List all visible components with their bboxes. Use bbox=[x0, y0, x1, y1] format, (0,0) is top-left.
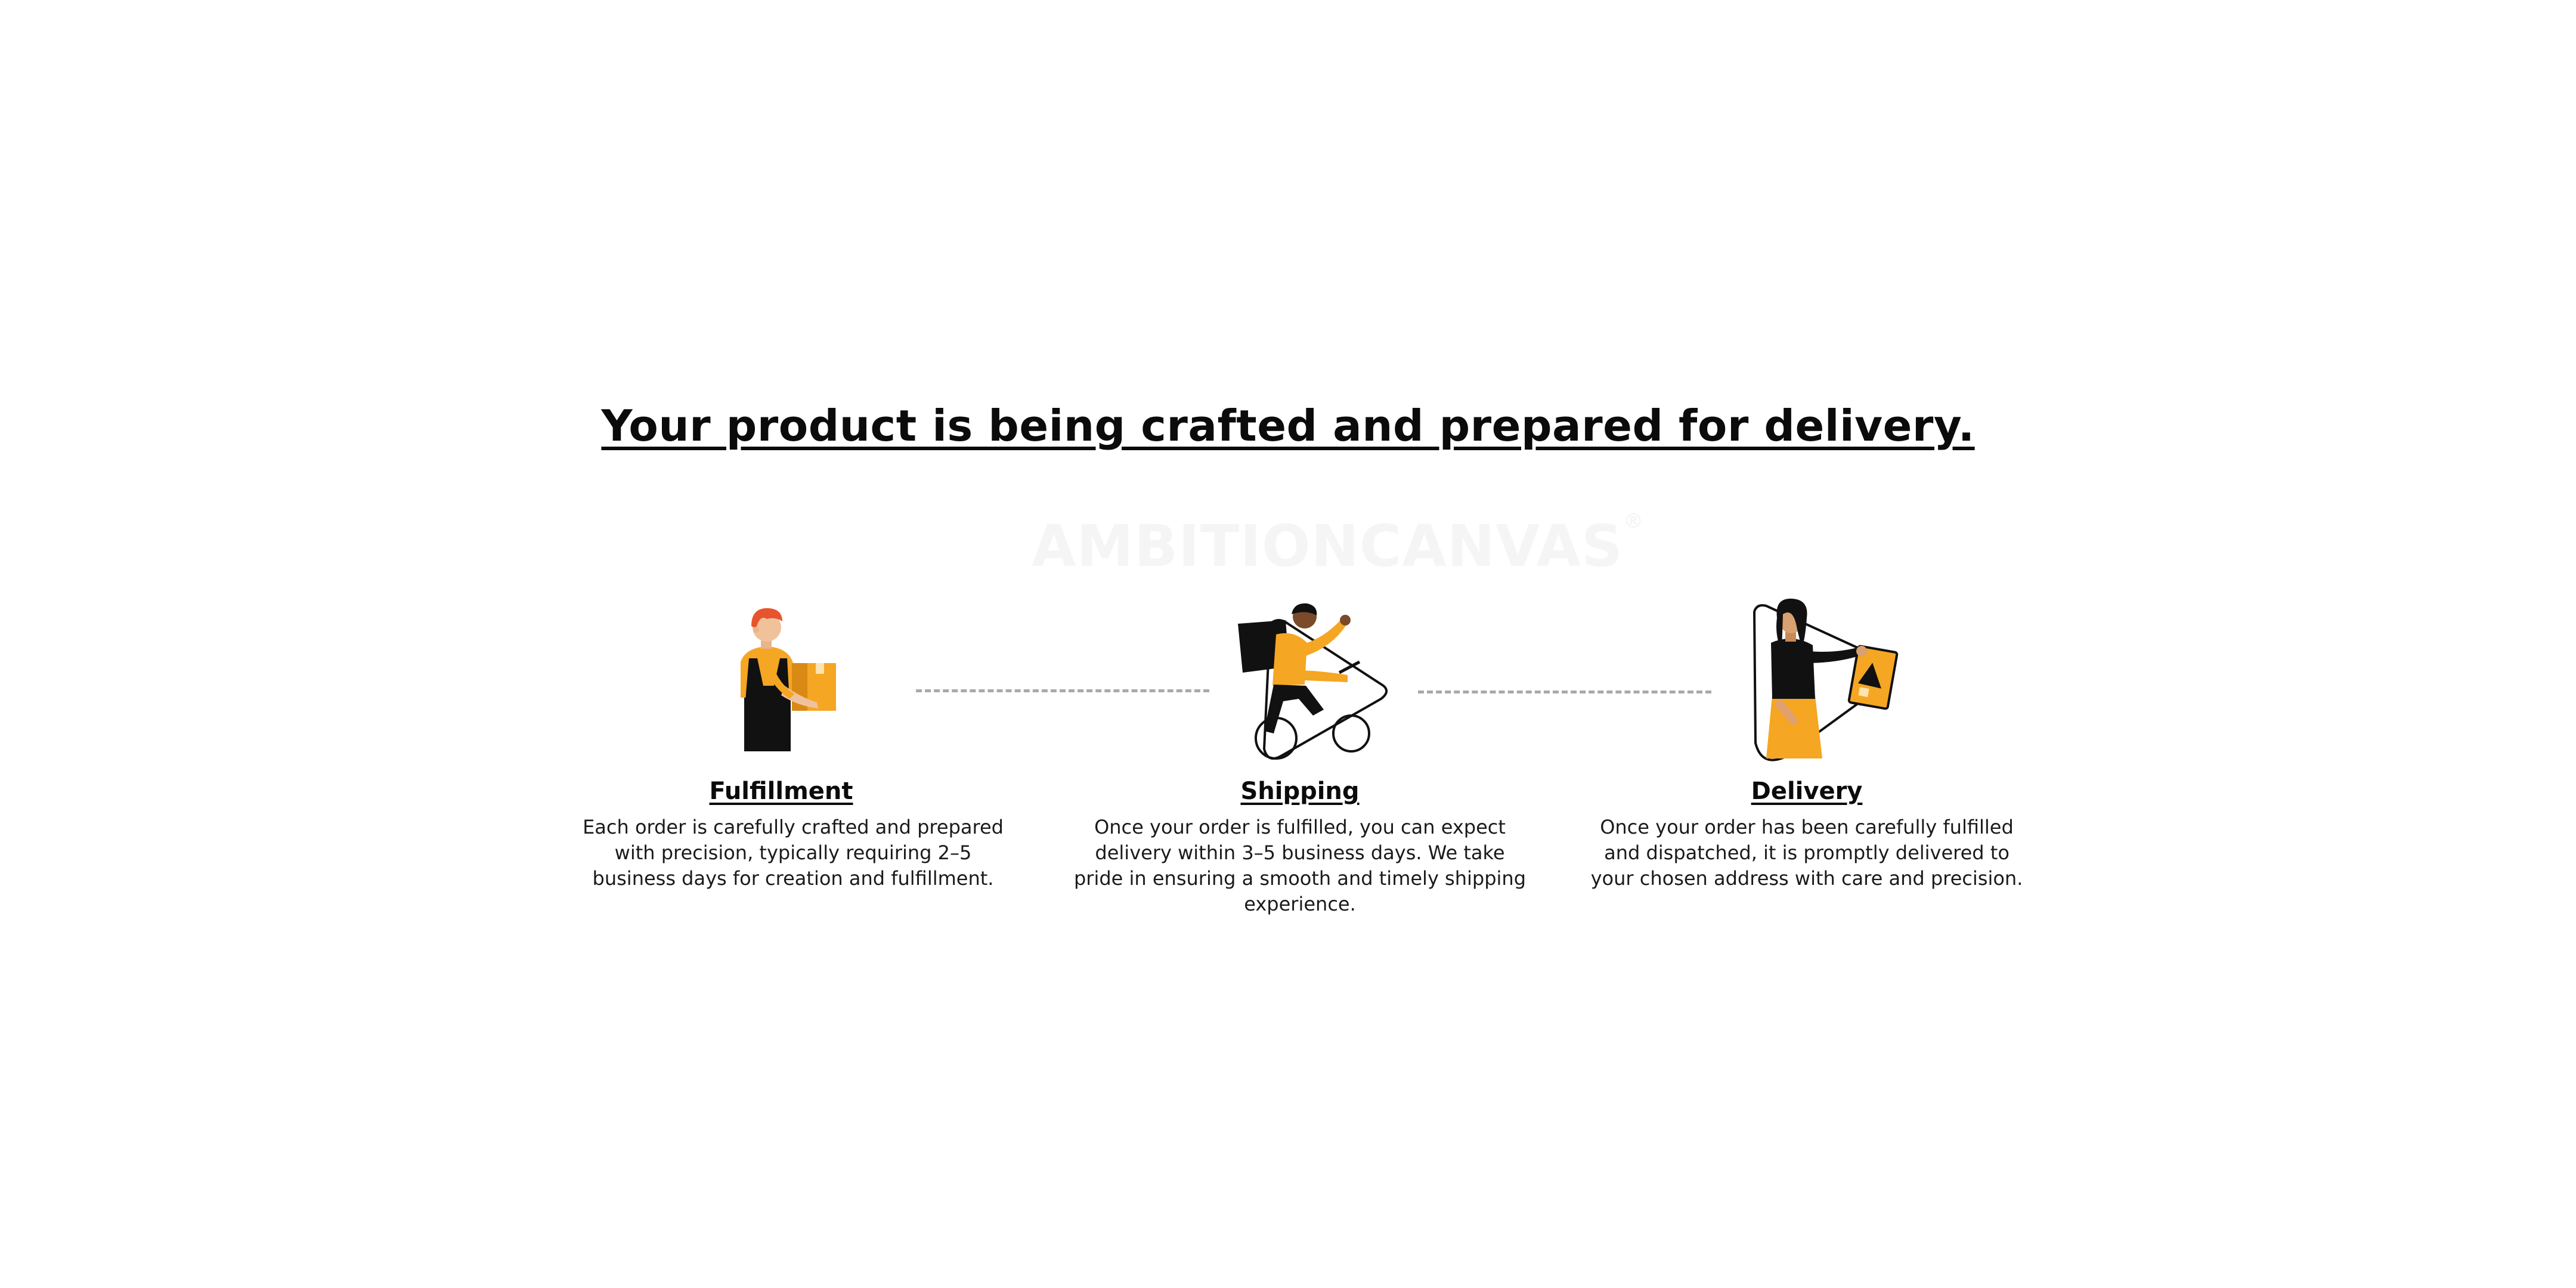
connector-line bbox=[1418, 691, 1711, 693]
step-description-fulfillment: Each order is carefully crafted and prep… bbox=[583, 816, 1004, 890]
step-description-delivery: Once your order has been carefully fulfi… bbox=[1590, 816, 2023, 890]
page-title: Your product is being crafted and prepar… bbox=[601, 401, 1975, 451]
brand-watermark: AMBITIONCANVAS® bbox=[1032, 509, 1643, 580]
woman-holding-package-icon bbox=[1748, 594, 1903, 767]
watermark-text: AMBITIONCANVAS bbox=[1032, 513, 1624, 580]
step-title-delivery: Delivery bbox=[1751, 778, 1863, 805]
registered-mark: ® bbox=[1623, 509, 1645, 533]
worker-with-box-icon bbox=[727, 596, 871, 757]
step-title-shipping: Shipping bbox=[1240, 778, 1360, 805]
connector-line bbox=[916, 689, 1209, 692]
step-title-fulfillment: Fulfillment bbox=[709, 778, 853, 805]
courier-on-bicycle-icon bbox=[1234, 596, 1389, 763]
step-description-shipping: Once your order is fulfilled, you can ex… bbox=[1073, 816, 1526, 915]
